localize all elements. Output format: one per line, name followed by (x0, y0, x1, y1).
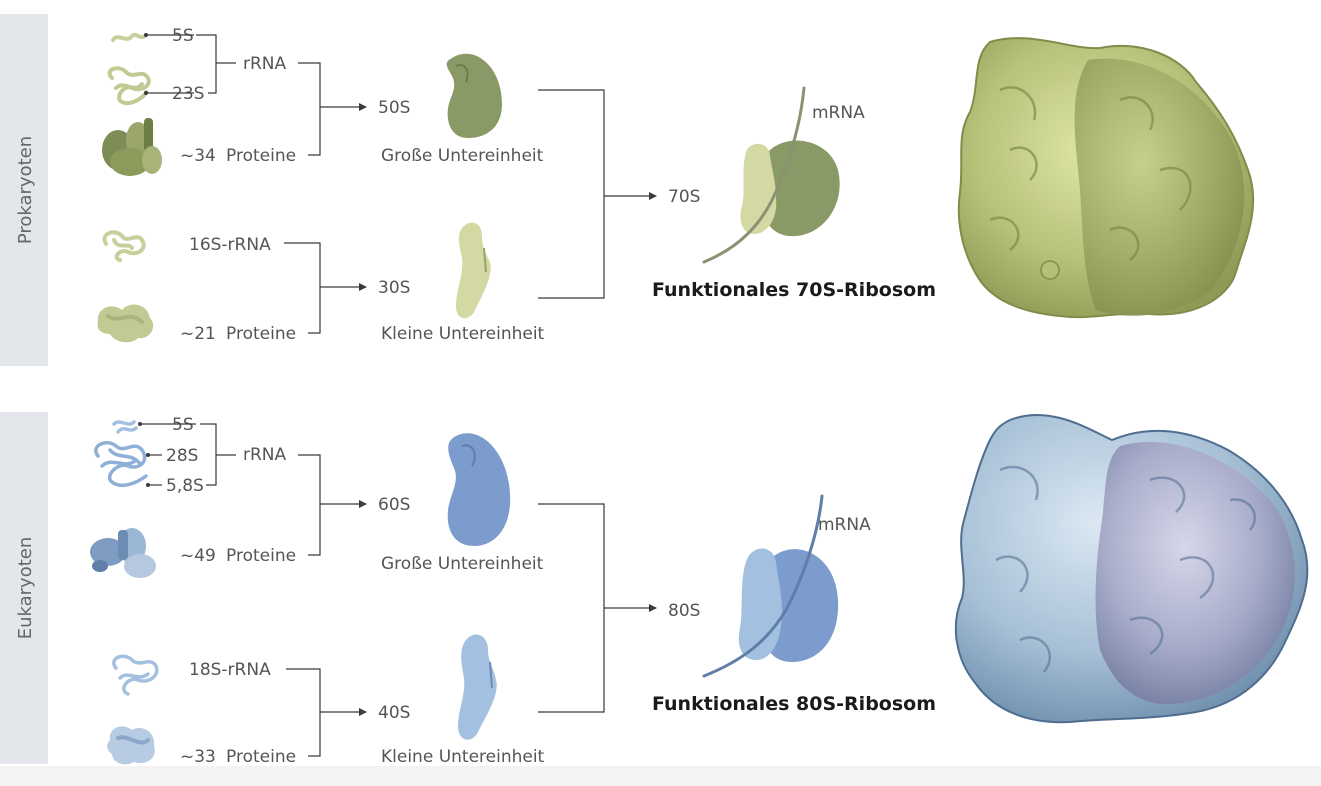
prokaryotes-side-bar (0, 14, 48, 366)
bottom-strip (0, 766, 1321, 786)
rna-18s-icon (112, 654, 159, 696)
bracket-line (538, 89, 605, 299)
proteins-21-icon (97, 304, 154, 343)
rna-23s-label: 23S (172, 84, 204, 104)
ribosome-80s-shape (702, 494, 839, 678)
ribosome-70s-model (957, 37, 1255, 319)
small-subunit-30s-shape (456, 222, 491, 319)
bracket-line (298, 62, 321, 156)
small-subunit-name: Kleine Untereinheit (381, 747, 545, 767)
bracket-line (538, 503, 605, 713)
ribosome-80s-model (954, 414, 1309, 724)
rna-18s-label: 18S-rRNA (189, 660, 271, 680)
rna-28s-label: 28S (166, 446, 198, 466)
rna-5s-label: 5S (172, 26, 194, 46)
rna-28s-icon (94, 441, 148, 488)
ribosome-70s-shape (702, 86, 840, 264)
bracket-line (284, 242, 321, 334)
rna-23s-icon (107, 66, 151, 105)
prokaryotes-section: 5S 23S rRNA ~34 Proteine 50S Große Unter… (97, 26, 1255, 344)
functional-80s-ribosome-label: Funktionales 80S-Ribosom (652, 693, 936, 715)
mrna-label: mRNA (812, 103, 865, 123)
proteins-21-count: ~21 (180, 324, 216, 344)
small-subunit-40s-shape (458, 634, 497, 740)
prokaryotes-side-label: Prokaryoten (15, 136, 36, 244)
small-subunit-name: Kleine Untereinheit (381, 324, 545, 344)
large-subunit-50s-shape (446, 53, 502, 139)
functional-70s-ribosome-label: Funktionales 70S-Ribosom (652, 279, 936, 301)
proteins-34-word: Proteine (226, 146, 296, 166)
rna-16s-label: 16S-rRNA (189, 235, 271, 255)
proteins-49-word: Proteine (226, 546, 296, 566)
rna-5s-label: 5S (172, 415, 194, 435)
bracket-line (286, 668, 321, 757)
bracket-line (298, 454, 321, 556)
proteins-34-count: ~34 (180, 146, 216, 166)
eukaryotes-side-bar (0, 412, 48, 764)
subunit-60s-label: 60S (378, 495, 410, 515)
proteins-33-icon (107, 726, 155, 765)
eukaryotes-section: 5S 28S 5,8S rRNA ~49 Proteine 60S Große … (90, 414, 1309, 767)
mrna-label: mRNA (818, 515, 871, 535)
proteins-34-icon (102, 118, 162, 176)
mrna-strand (702, 86, 806, 264)
proteins-33-count: ~33 (180, 747, 216, 767)
rrna-label: rRNA (243, 54, 287, 74)
ribosome-70s-label: 70S (668, 187, 700, 207)
large-subunit-name: Große Untereinheit (381, 146, 544, 166)
rna-16s-icon (102, 230, 146, 262)
proteins-21-word: Proteine (226, 324, 296, 344)
proteins-49-count: ~49 (180, 546, 216, 566)
bracket-line (196, 34, 217, 94)
ribosome-80s-label: 80S (668, 601, 700, 621)
eukaryotes-side-label: Eukaryoten (15, 537, 36, 640)
subunit-40s-label: 40S (378, 703, 410, 723)
rna-58s-label: 5,8S (166, 476, 204, 496)
large-subunit-name: Große Untereinheit (381, 554, 544, 574)
large-subunit-60s-shape (447, 433, 511, 546)
rrna-label: rRNA (243, 445, 287, 465)
rna-5s-icon (111, 32, 147, 42)
rna-5s-icon (112, 420, 138, 434)
subunit-30s-label: 30S (378, 278, 410, 298)
subunit-50s-label: 50S (378, 98, 410, 118)
mrna-strand (702, 494, 824, 678)
proteins-33-word: Proteine (226, 747, 296, 767)
proteins-49-icon (90, 528, 156, 578)
